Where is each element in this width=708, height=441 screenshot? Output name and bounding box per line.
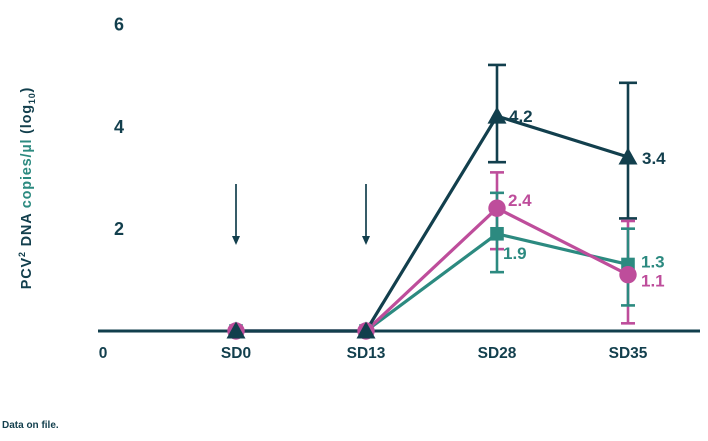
series-line-triangle [234,114,630,333]
x-origin-label: 0 [99,345,108,362]
y-tick-label-6: 6 [114,15,124,35]
vaccination-arrow-head [232,236,240,245]
y-tick-label-2: 2 [114,219,124,239]
series-line-square [234,232,630,333]
y-tick-label-4: 4 [114,117,124,137]
marker-triangle-sd13 [356,321,376,339]
value-label-square-sd35: 1.3 [641,252,665,271]
marker-circle-sd35 [619,266,637,284]
x-label-sd28: SD28 [478,345,517,362]
marker-triangle-sd0 [226,321,246,339]
data-source-note: Data on file. [2,420,59,431]
value-label-circle-sd35: 1.1 [641,272,665,291]
marker-triangle-sd35 [618,147,638,165]
x-label-sd35: SD35 [609,345,648,362]
value-label-triangle-sd28: 4.2 [509,107,533,126]
marker-triangle-sd28 [487,106,507,124]
vaccination-arrow-head [362,236,370,245]
value-label-triangle-sd35: 3.4 [642,149,666,168]
x-label-sd13: SD13 [347,345,386,362]
value-label-circle-sd28: 2.4 [508,191,532,210]
marker-square-sd28 [490,226,504,241]
marker-circle-sd28 [488,199,506,217]
value-label-square-sd28: 1.9 [503,244,527,263]
series-line-circle [234,206,630,333]
x-label-sd0: SD0 [221,345,251,362]
